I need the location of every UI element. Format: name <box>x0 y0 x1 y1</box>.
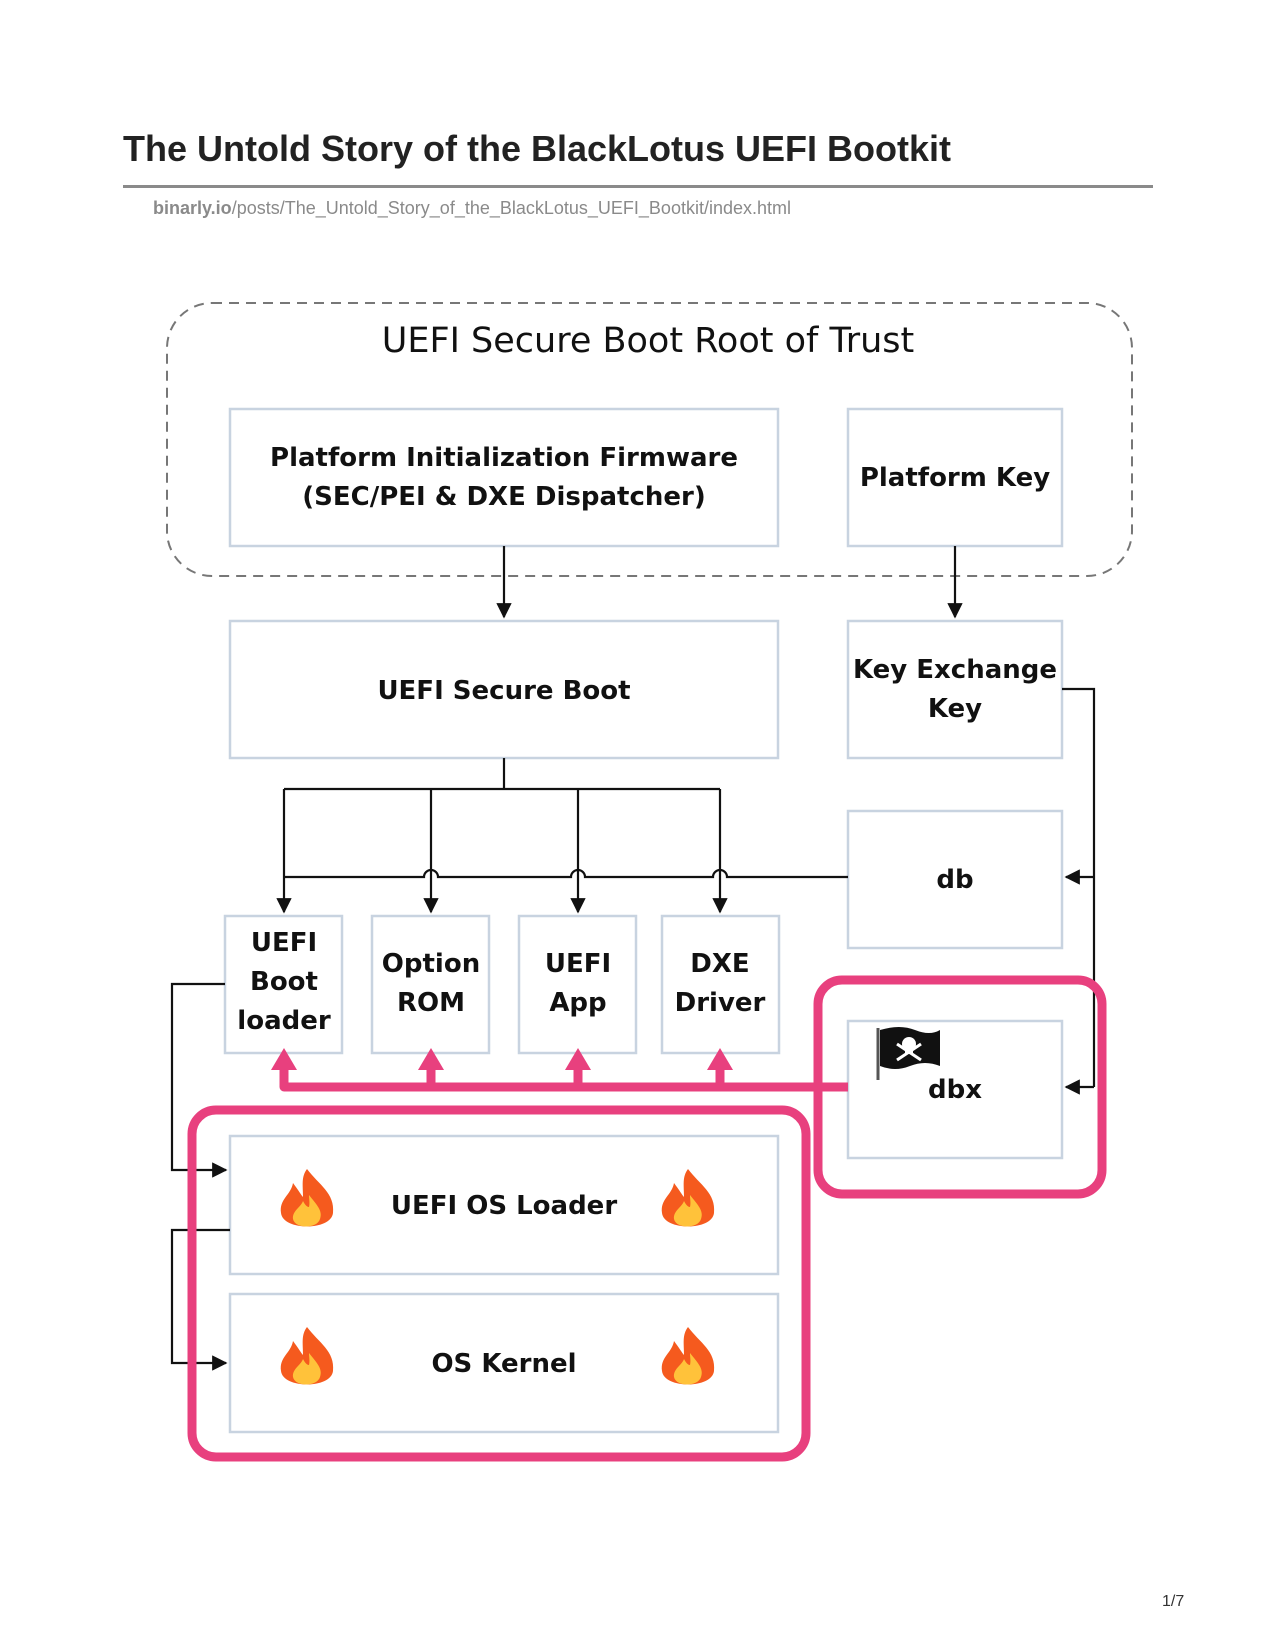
db-box <box>846 809 1064 950</box>
page-title: The Untold Story of the BlackLotus UEFI … <box>123 128 951 169</box>
uefi-app-label-line1: UEFI <box>545 949 611 979</box>
line-db-bus <box>284 868 848 879</box>
pirate-flag-icon <box>876 1027 940 1080</box>
dxe-driver-label-line1: DXE <box>690 949 749 979</box>
kek-box <box>846 619 1064 760</box>
dxe-driver-box <box>660 914 781 1055</box>
secure-boot-box <box>228 619 780 760</box>
pi-firmware-label-line1: Platform Initialization Firmware <box>270 443 738 473</box>
boot-loader-label-line2: Boot <box>250 967 318 997</box>
option-rom-label-line1: Option <box>382 949 480 979</box>
source-url[interactable]: binarly.io/posts/The_Untold_Story_of_the… <box>153 198 791 219</box>
kek-label-line1: Key Exchange <box>853 655 1057 685</box>
uefi-app-box <box>517 914 638 1055</box>
dbx-label: dbx <box>928 1075 982 1105</box>
fire-icon <box>661 1169 715 1227</box>
pink-arrowhead-boot-loader <box>271 1048 297 1070</box>
url-host: binarly.io <box>153 198 232 218</box>
pi-firmware-box <box>228 407 780 548</box>
pink-arrowhead-option-rom <box>418 1048 444 1070</box>
pink-arrowhead-dxe-driver <box>707 1048 733 1070</box>
arrow-bootloader-to-osloader <box>170 982 228 1178</box>
page-number: 1/7 <box>1162 1593 1185 1610</box>
uefi-app-label-line2: App <box>549 988 606 1018</box>
kek-label-line2: Key <box>928 694 982 724</box>
dxe-driver-label-line2: Driver <box>675 988 766 1018</box>
fire-icon <box>280 1169 334 1227</box>
pi-firmware-label-line2: (SEC/PEI & DXE Dispatcher) <box>302 482 705 512</box>
fire-icon <box>280 1327 334 1385</box>
boot-loader-label-line1: UEFI <box>251 928 317 958</box>
os-highlight-frame <box>187 1105 811 1462</box>
dbx-revocation-path <box>279 1068 848 1092</box>
option-rom-label-line2: ROM <box>397 988 465 1018</box>
arrow-osloader-to-kernel <box>170 1228 230 1371</box>
platform-key-label: Platform Key <box>860 463 1050 493</box>
secure-boot-label: UEFI Secure Boot <box>377 676 630 706</box>
url-path: /posts/The_Untold_Story_of_the_BlackLotu… <box>231 198 791 218</box>
root-of-trust-title: UEFI Secure Boot Root of Trust <box>382 321 915 361</box>
boot-loader-box <box>223 914 344 1055</box>
os-loader-label: UEFI OS Loader <box>391 1191 617 1221</box>
db-label: db <box>936 865 973 895</box>
line-kek-down <box>1062 687 1096 1087</box>
platform-key-box <box>846 407 1064 548</box>
boot-loader-label-line3: loader <box>237 1006 331 1036</box>
os-kernel-label: OS Kernel <box>431 1349 576 1379</box>
root-of-trust-container <box>166 302 1133 577</box>
title-divider <box>123 185 1153 188</box>
pink-arrowhead-uefi-app <box>565 1048 591 1070</box>
dbx-highlight-frame <box>813 975 1107 1199</box>
option-rom-box <box>370 914 491 1055</box>
fire-icon <box>661 1327 715 1385</box>
